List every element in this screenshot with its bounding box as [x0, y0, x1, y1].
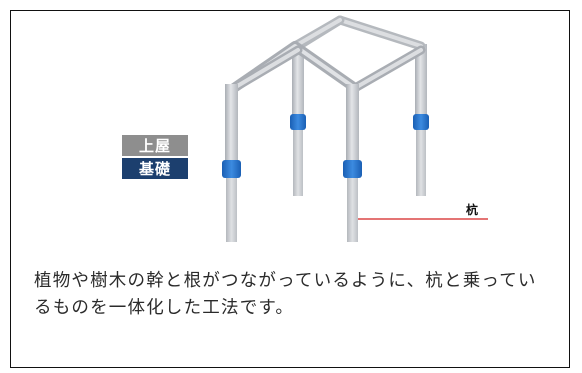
- legend-foundation: 基礎: [122, 158, 188, 179]
- back-right-post: [415, 44, 427, 116]
- front-left-post: [225, 84, 238, 162]
- front-right-joint: [343, 160, 362, 178]
- figure-frame: [10, 10, 570, 368]
- front-left-pile: [226, 176, 237, 242]
- front-right-post: [346, 84, 359, 162]
- legend-upper-structure: 上屋: [122, 135, 188, 156]
- back-left-pile: [293, 128, 303, 196]
- front-right-pile: [347, 176, 358, 242]
- pile-label: 杭: [466, 203, 479, 217]
- description-text: 植物や樹木の幹と根がつながっているように、杭と乗っているものを一体化した工法です…: [34, 271, 537, 318]
- back-right-pile: [416, 128, 426, 196]
- back-left-joint: [290, 114, 306, 130]
- roof-frame: [229, 15, 426, 93]
- back-left-post: [292, 44, 304, 116]
- front-left-joint: [222, 160, 241, 178]
- back-right-joint: [413, 114, 429, 130]
